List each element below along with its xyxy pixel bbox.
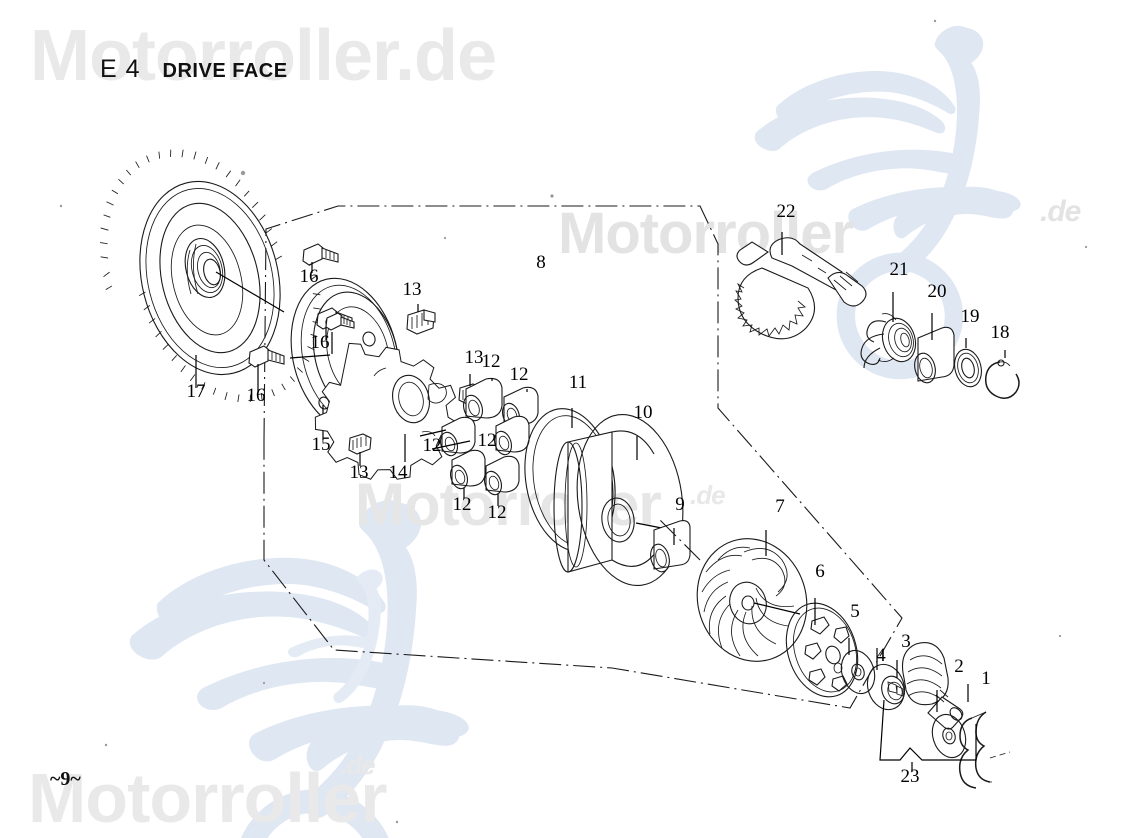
part-9-slide-pin-bushing [650,520,691,573]
callout-roller-weight: 12 [510,364,529,385]
part-12-roller-weight [449,449,486,498]
page-number: ~9~ [50,768,81,790]
callout-washer-small: 5 [850,601,860,622]
callout-bushing: 20 [928,281,947,302]
callout-roller-weight: 12 [482,351,501,372]
part-22-kick-starter-shaft [734,232,867,340]
part-12-roller-weight [483,455,520,506]
callout-slider-guide: 13 [403,279,422,300]
part-16-bolt-c [248,345,285,392]
section-title: DRIVE FACE [162,60,288,82]
callout-bracket-set: 23 [901,766,920,787]
section-code: E 4 [100,55,141,83]
page-title: E 4 DRIVE FACE [100,55,288,84]
part-2-washer [931,690,967,759]
callout-cooling-fan: 7 [775,496,785,517]
callout-bolt: 16 [311,332,330,353]
part-12-roller-weight [462,377,503,422]
callout-starter-clutch-plate: 6 [815,561,825,582]
part-13-slider-guide-a [406,304,436,335]
callout-slider-guide: 13 [350,462,369,483]
part-10-movable-drive-face [553,413,684,587]
part-16-bolt-a [302,243,339,273]
part-7-cooling-fan [659,519,808,662]
part-4-starter-clutch [866,648,906,711]
part-6-starter-clutch-plate [785,598,859,698]
callout-roller-weight: 12 [453,494,472,515]
callout-circlip: 18 [991,322,1010,343]
part-1-retaining-clip [958,684,1011,789]
callout-starter-pinion: 3 [901,631,911,652]
callout-return-spring: 21 [890,259,909,280]
part-20-bushing [914,313,955,384]
part-12-roller-weight-group [419,377,539,506]
part-13-slider-guide-c [348,433,372,466]
part-23-bracket-set [879,699,977,772]
callout-starter-ring-gear: 17 [187,381,206,402]
callout-o-ring: 11 [569,372,587,393]
part-19-washer [954,338,982,388]
installed-bolt [325,312,355,331]
part-21-return-spring [860,292,917,369]
part-17-starter-ring-gear [100,149,321,403]
callout-clip: 1 [981,668,991,689]
callout-washer: 2 [954,656,964,677]
part-18-circlip [984,350,1020,399]
callout-roller-weight: 12 [488,502,507,523]
callout-ramp-plate: 14 [389,462,409,483]
callout-drive-face-assembly: 8 [536,252,546,273]
assembly-boundary-outline [263,205,903,709]
callout-washer: 19 [961,306,980,327]
part-12-roller-weight [493,415,530,456]
gear-teeth [100,149,321,403]
callout-drive-face-cover: 15 [312,434,331,455]
part-5-washer [840,638,876,695]
callout-slide-pin-bushing: 9 [675,494,685,515]
callout-bolt: 16 [300,266,319,287]
callout-movable-drive-face: 10 [634,402,653,423]
callout-roller-weight: 12 [478,430,497,451]
scan-specks [59,19,1088,824]
callout-bolt: 16 [247,385,266,406]
callout-kick-starter-shaft: 22 [777,201,796,222]
callout-starter-clutch: 4 [876,645,886,666]
callout-roller-weight: 12 [423,435,442,456]
callout-slider-guide: 13 [465,347,484,368]
